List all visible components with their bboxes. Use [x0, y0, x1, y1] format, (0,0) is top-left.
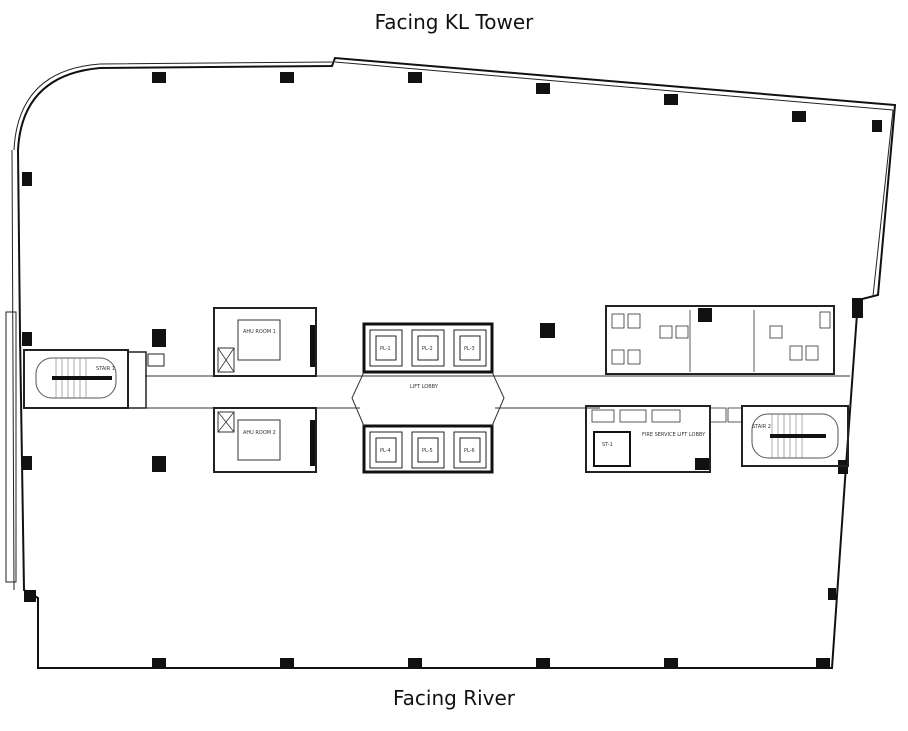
curtain-wall-left-curve — [13, 61, 333, 151]
lift-pl-5: PL-5 — [422, 448, 433, 454]
corridor — [145, 375, 850, 409]
ahu-room-1-label: AHU ROOM 1 — [243, 329, 276, 335]
lift-pl-1: PL-1 — [380, 346, 391, 352]
left-panel — [5, 311, 17, 583]
caption-facing-kl-tower: Facing KL Tower — [374, 10, 534, 34]
stair-1-label: STAIR 1 — [96, 366, 115, 372]
service-lift-label: ST-1 — [602, 442, 613, 448]
lift-core: PL-1 PL-2 PL-3 PL-4 PL-5 PL-6 LIFT LOBBY — [351, 322, 505, 474]
lift-pl-4: PL-4 — [380, 448, 391, 454]
curtain-wall-top — [334, 61, 894, 111]
stair-2: STAIR 2 — [741, 405, 849, 467]
toilet-block — [605, 305, 835, 375]
fire-service-core: ST-1 FIRE SERVICE LIFT LOBBY — [585, 405, 743, 473]
lift-pl-2: PL-2 — [422, 346, 433, 352]
ahu-room-2-label: AHU ROOM 2 — [243, 430, 276, 436]
fire-lift-lobby-label: FIRE SERVICE LIFT LOBBY — [642, 432, 706, 438]
ahu-room-2: AHU ROOM 2 — [213, 407, 317, 473]
ahu-room-1: AHU ROOM 1 — [213, 307, 317, 377]
curtain-wall-left — [11, 149, 15, 591]
caption-facing-river: Facing River — [392, 686, 516, 710]
lift-pl-3: PL-3 — [464, 346, 475, 352]
lift-lobby-label: LIFT LOBBY — [410, 384, 439, 390]
building-outline — [16, 56, 897, 669]
curtain-wall-right — [872, 109, 894, 297]
lift-pl-6: PL-6 — [464, 448, 475, 454]
stair-1: STAIR 1 — [23, 349, 165, 409]
stair-2-label: STAIR 2 — [752, 424, 771, 430]
